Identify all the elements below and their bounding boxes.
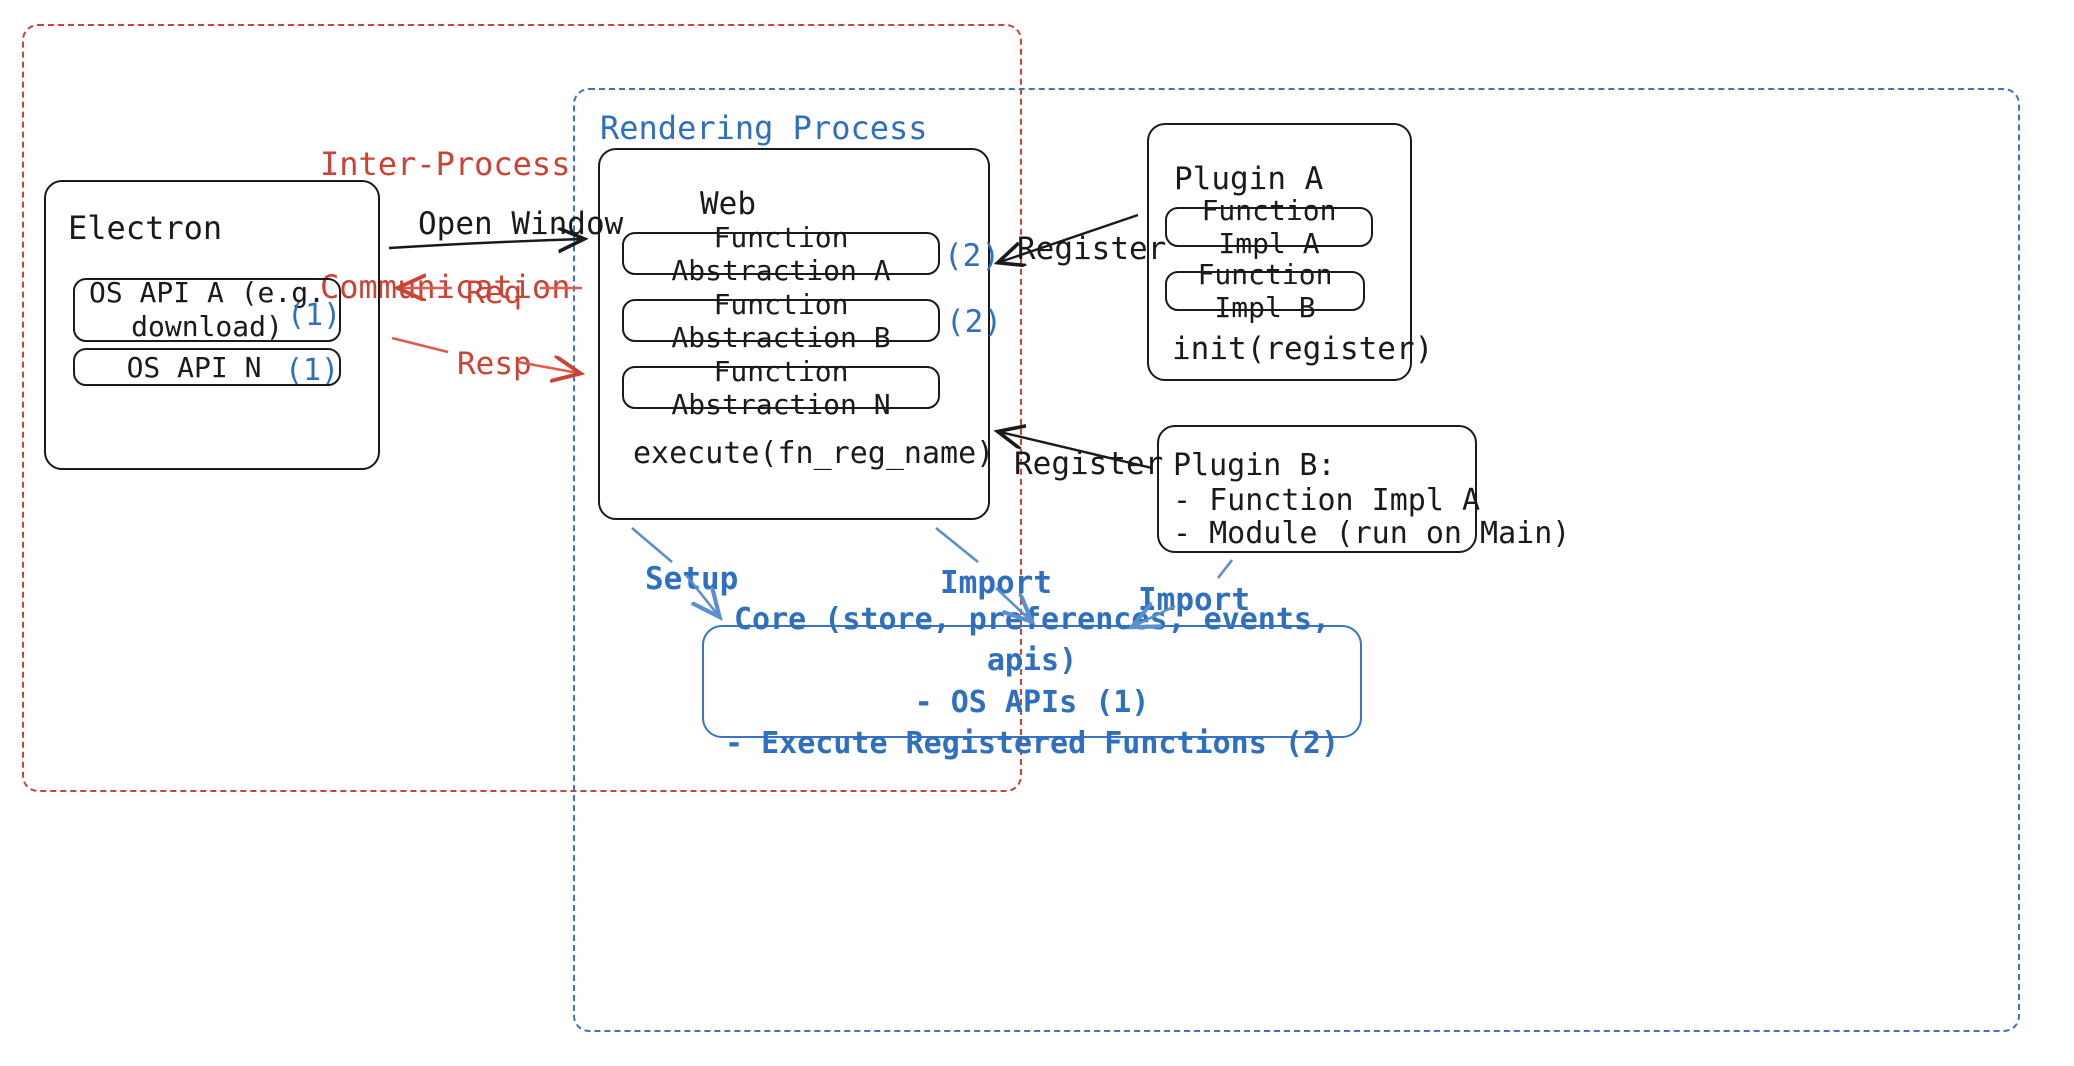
function-impl-b-box[interactable]: Function Impl B <box>1165 258 1365 324</box>
ipc-label-line1: Inter-Process <box>320 144 571 183</box>
function-impl-b-label: Function Impl B <box>1197 258 1333 324</box>
os-api-a-box[interactable]: OS API A (e.g. download) <box>73 275 341 343</box>
os-api-a-marker: (1) <box>287 298 342 333</box>
rendering-process-boundary <box>573 88 2020 1032</box>
core-line-3: - Execute Registered Functions (2) <box>724 725 1340 761</box>
function-abstraction-b-label: Function Abstraction B <box>671 287 891 354</box>
os-api-a-label: OS API A (e.g. download) <box>88 275 325 343</box>
function-impl-a-box[interactable]: Function Impl A <box>1165 194 1373 260</box>
function-abstraction-b-marker: (2) <box>946 304 1002 340</box>
web-box <box>598 148 990 520</box>
plugin-a-init-label: init(register) <box>1172 331 1434 367</box>
web-title: Web <box>700 186 756 222</box>
os-api-n-marker: (1) <box>285 353 340 388</box>
electron-box <box>44 180 380 470</box>
import-web-label: Import <box>940 565 1052 601</box>
plugin-b-item-0: - Function Impl A <box>1173 483 1481 518</box>
core-line-1: Core (store, preferences, events, apis) <box>733 601 1331 679</box>
plugin-b-item-1: - Module (run on Main) <box>1173 516 1571 551</box>
function-abstraction-a-marker: (2) <box>944 238 1000 274</box>
plugin-b-title: Plugin B: <box>1173 448 1336 483</box>
resp-label: Resp <box>457 346 532 382</box>
electron-title: Electron <box>68 209 223 247</box>
function-abstraction-n-box[interactable]: Function Abstraction N <box>622 355 940 421</box>
req-label: Req <box>466 275 522 311</box>
rendering-process-label: Rendering Process <box>600 109 928 147</box>
ipc-region-label: Inter-Process Communication <box>320 62 640 390</box>
register-plugin-a-label: Register <box>1017 231 1167 267</box>
function-abstraction-n-label: Function Abstraction N <box>671 354 891 421</box>
function-abstraction-a-label: Function Abstraction A <box>671 220 891 287</box>
ipc-region-boundary <box>22 24 1022 792</box>
core-box: Core (store, preferences, events, apis) … <box>702 602 1362 761</box>
register-plugin-b-label: Register <box>1014 446 1164 482</box>
setup-label: Setup <box>645 561 739 597</box>
open-window-label: Open Window <box>418 206 624 242</box>
web-execute-label: execute(fn_reg_name) <box>633 436 995 471</box>
plugin-b-box <box>1157 425 1477 553</box>
plugin-a-title: Plugin A <box>1174 161 1324 197</box>
import-plugin-b-label: Import <box>1138 582 1250 618</box>
plugin-a-box <box>1147 123 1412 381</box>
os-api-n-label: OS API N <box>126 350 262 384</box>
os-api-n-box[interactable]: OS API N <box>73 348 341 386</box>
function-abstraction-a-box[interactable]: Function Abstraction A <box>622 221 940 287</box>
function-abstraction-b-box[interactable]: Function Abstraction B <box>622 288 940 354</box>
function-impl-a-label: Function Impl A <box>1201 194 1337 260</box>
core-line-2: - OS APIs (1) <box>914 684 1150 720</box>
